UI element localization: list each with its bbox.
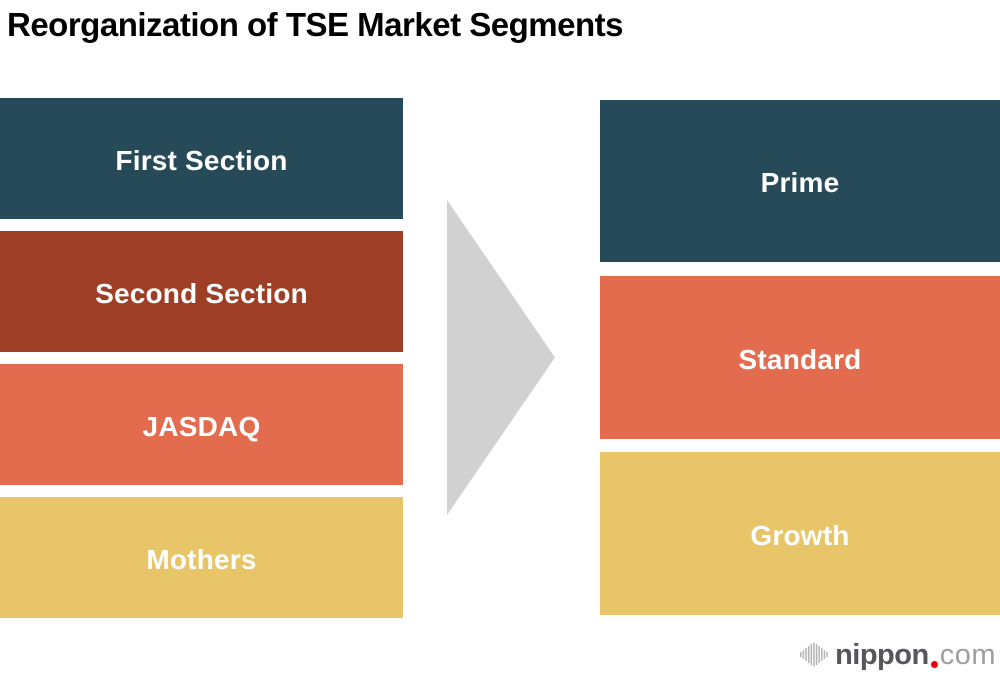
segment-label: Growth: [750, 519, 850, 551]
box-mothers: Mothers: [0, 497, 403, 618]
logo-dot: [930, 661, 938, 668]
logo-tld-text: com: [939, 639, 996, 671]
segment-label: Prime: [760, 167, 840, 198]
box-jasdaq: JASDAQ: [0, 364, 403, 485]
segment-label: First Section: [115, 144, 288, 176]
box-first-section: First Section: [0, 98, 403, 219]
nippon-logo: nippon com: [800, 641, 996, 670]
segment-label: Second Section: [95, 277, 308, 309]
transition-arrow-icon: [447, 200, 555, 515]
logo-name-text: nippon: [835, 639, 929, 671]
waveform-icon: [800, 642, 828, 667]
segment-label: Standard: [738, 343, 862, 375]
page-title: Reorganization of TSE Market Segments: [7, 6, 623, 43]
box-growth: Growth: [600, 452, 1000, 615]
box-second-section: Second Section: [0, 231, 403, 352]
box-prime: Prime: [600, 100, 1000, 262]
box-standard: Standard: [600, 276, 1000, 439]
segment-label: Mothers: [146, 543, 257, 575]
segment-label: JASDAQ: [142, 410, 261, 442]
